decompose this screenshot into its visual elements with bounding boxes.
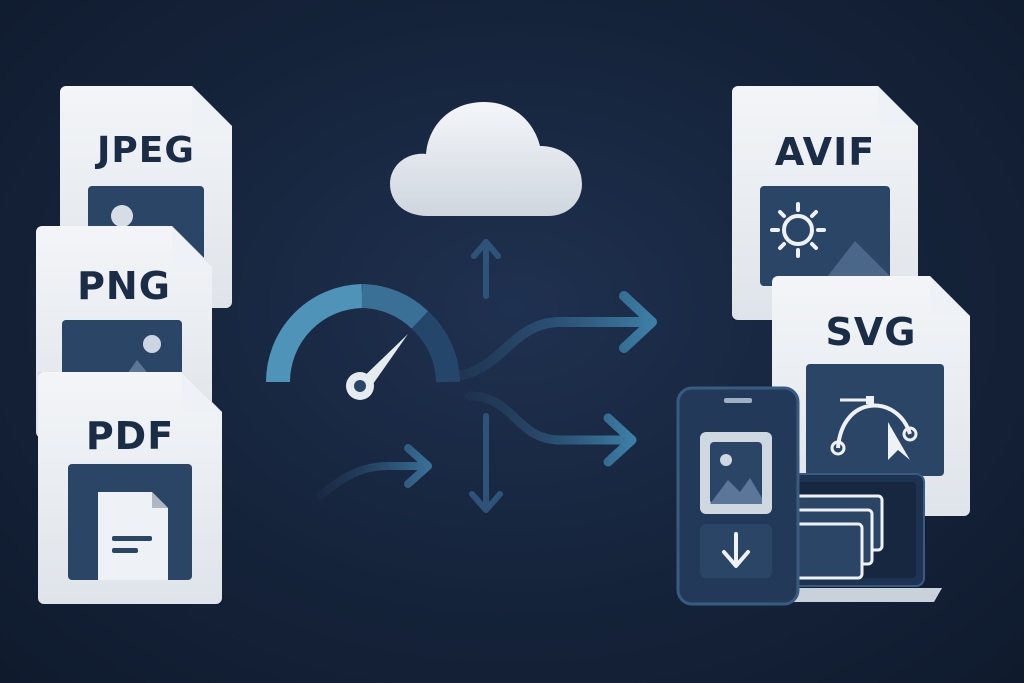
pdf-file: PDF [38,372,222,604]
avif-image-icon [760,186,890,286]
cloud-icon [390,102,582,216]
mobile-phone-icon [676,386,800,606]
routing-arrows-icon [316,239,657,513]
png-file-label: PNG [77,264,171,308]
jpeg-file-label: JPEG [97,130,195,171]
pdf-file-label: PDF [85,414,175,458]
vector-path-icon [806,364,944,476]
avif-file-label: AVIF [774,130,876,174]
speed-gauge-icon [266,284,460,400]
pdf-document-icon [68,464,192,580]
svg-file-label: SVG [825,310,917,354]
